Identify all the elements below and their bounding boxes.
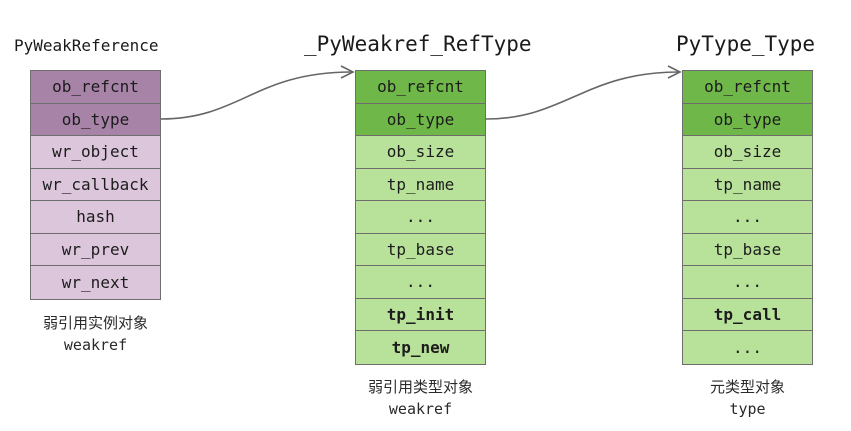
field-ob-refcnt: ob_refcnt (683, 71, 812, 104)
pytype-type-caption: 元类型对象 type (672, 376, 823, 420)
field-wr-callback: wr_callback (31, 168, 160, 201)
pytype-type-struct: ob_refcnt ob_type ob_size tp_name ... tp… (682, 70, 813, 365)
field-tp-name: tp_name (683, 168, 812, 201)
field-ob-refcnt: ob_refcnt (356, 71, 485, 104)
pyweakref-reftype-caption: 弱引用类型对象 weakref (355, 376, 486, 420)
caption-cn: 弱引用类型对象 (367, 378, 473, 396)
caption-en: weakref (388, 400, 453, 418)
field-ob-size: ob_size (683, 136, 812, 169)
arrowhead-icon (667, 65, 682, 79)
caption-en: weakref (63, 336, 128, 354)
caption-cn: 弱引用实例对象 (42, 314, 148, 332)
field-ellipsis: ... (356, 266, 485, 299)
field-tp-new: tp_new (356, 331, 485, 364)
field-ellipsis: ... (356, 201, 485, 234)
field-wr-next: wr_next (31, 266, 160, 299)
arrow-weakref-to-reftype (160, 71, 353, 120)
caption-en: type (729, 400, 766, 418)
field-ellipsis: ... (683, 201, 812, 234)
field-ellipsis: ... (683, 331, 812, 364)
pytype-type-title: PyType_Type (676, 32, 816, 56)
field-ob-refcnt: ob_refcnt (31, 71, 160, 104)
field-wr-object: wr_object (31, 136, 160, 169)
pyweakreference-caption: 弱引用实例对象 weakref (30, 312, 161, 356)
arrowhead-icon (340, 65, 355, 79)
field-ellipsis: ... (683, 266, 812, 299)
field-ob-type: ob_type (683, 103, 812, 136)
caption-cn: 元类型对象 (709, 378, 785, 396)
field-tp-init: tp_init (356, 298, 485, 331)
pyweakref-reftype-title: _PyWeakref_RefType (304, 32, 532, 56)
field-ob-type: ob_type (356, 103, 485, 136)
field-tp-call: tp_call (683, 298, 812, 331)
pyweakref-reftype-struct: ob_refcnt ob_type ob_size tp_name ... tp… (355, 70, 486, 365)
field-tp-base: tp_base (683, 233, 812, 266)
pyweakreference-struct: ob_refcnt ob_type wr_object wr_callback … (30, 70, 161, 300)
field-ob-type: ob_type (31, 103, 160, 136)
field-tp-base: tp_base (356, 233, 485, 266)
arrow-reftype-to-typetype (485, 71, 680, 120)
field-wr-prev: wr_prev (31, 233, 160, 266)
pyweakreference-title: PyWeakReference (14, 36, 159, 55)
field-ob-size: ob_size (356, 136, 485, 169)
field-tp-name: tp_name (356, 168, 485, 201)
field-hash: hash (31, 201, 160, 234)
